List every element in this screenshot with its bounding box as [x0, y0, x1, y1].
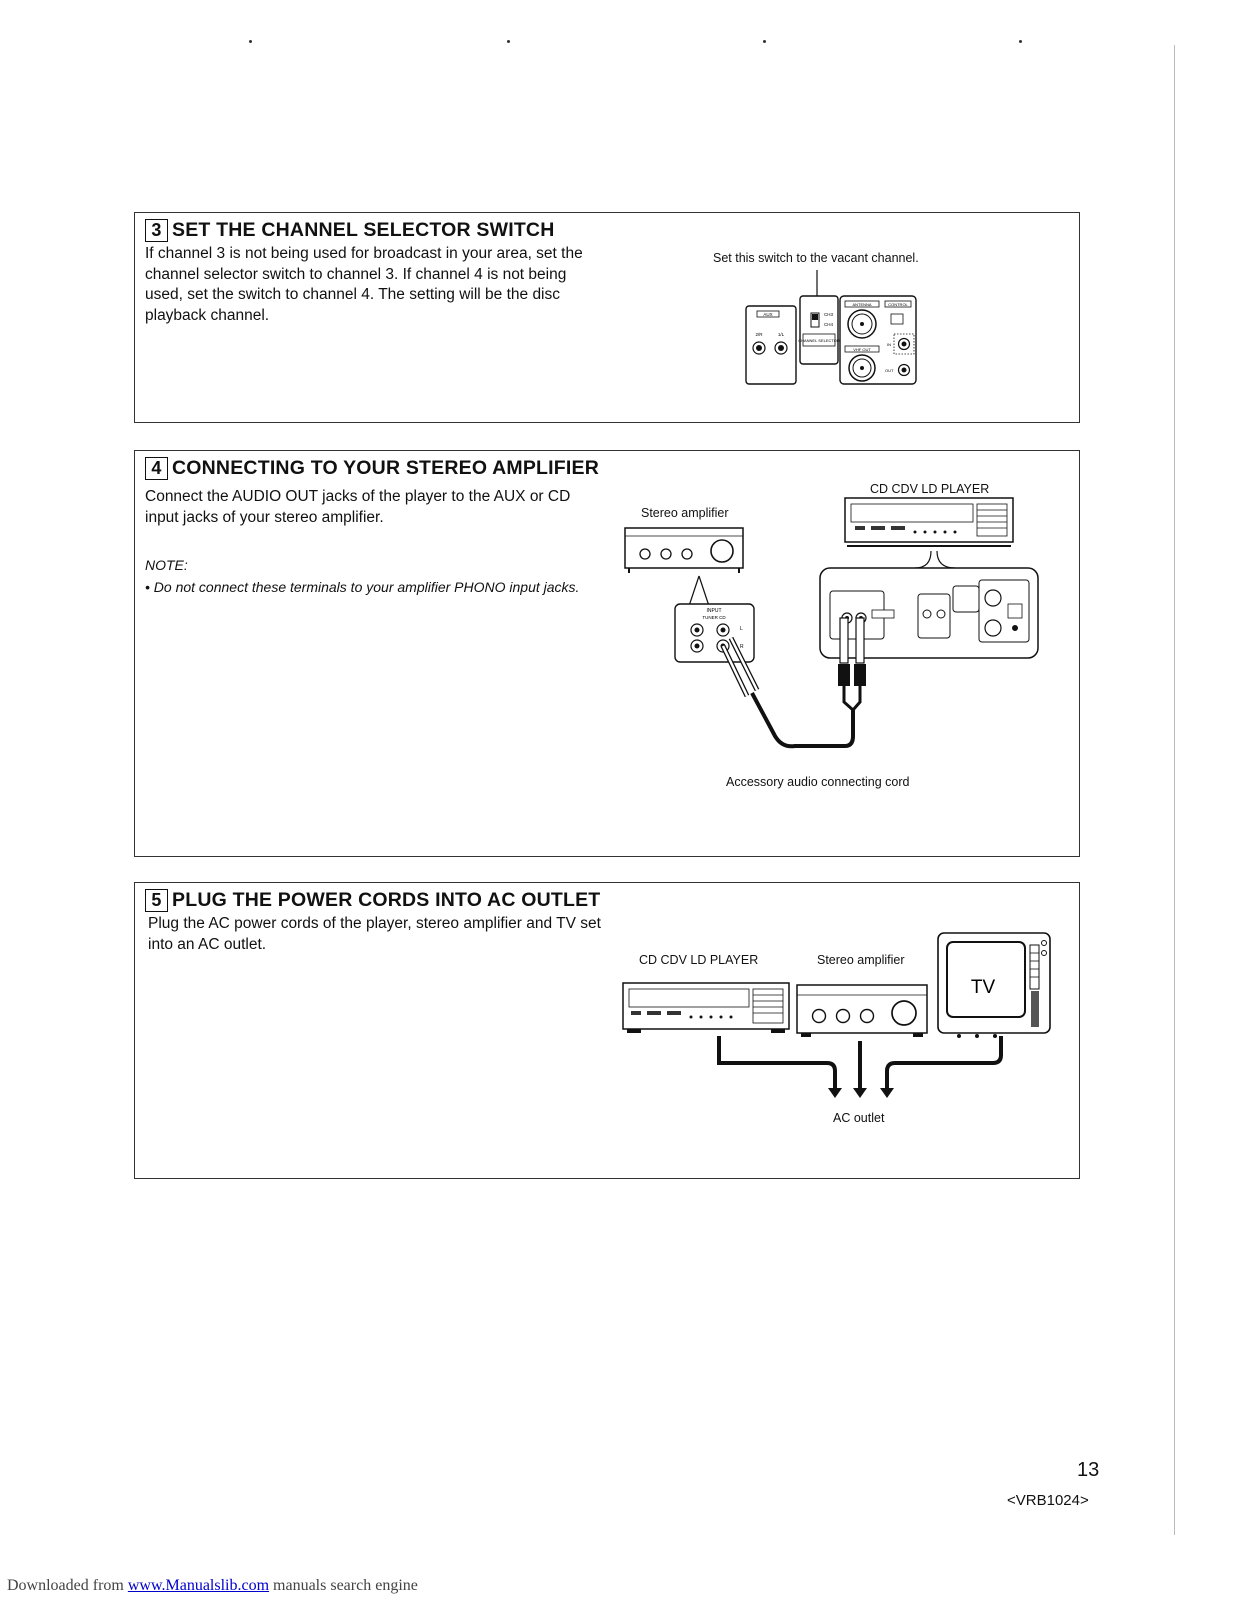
- amplifier-label: Stereo amplifier: [817, 953, 905, 967]
- aux-panel: [745, 305, 797, 385]
- section-title: PLUG THE POWER CORDS INTO AC OUTLET: [172, 889, 601, 911]
- channel-panel: [799, 295, 839, 365]
- scan-speck: [763, 40, 766, 43]
- section-body: Connect the AUDIO OUT jacks of the playe…: [145, 488, 571, 526]
- rear-panel-channel-diagram: AUX 2/R 1/L CH3 CH4 CHANNEL SELECTOR ANT…: [745, 270, 917, 385]
- scan-speck: [1019, 40, 1022, 43]
- antenna-label: ANTENNA: [852, 302, 871, 307]
- manualslib-link[interactable]: www.Manualslib.com: [127, 1577, 270, 1594]
- section-body: Plug the AC power cords of the player, s…: [148, 915, 601, 953]
- power-cords-diagram: TV: [622, 932, 1051, 1098]
- input-tuner-cd-label: TUNER CD: [702, 615, 726, 620]
- switch-caption: Set this switch to the vacant channel.: [713, 251, 919, 265]
- right-margin-rule: [1174, 45, 1175, 1535]
- control-label: CONTROL: [888, 302, 908, 307]
- cord-label: Accessory audio connecting cord: [726, 775, 910, 789]
- vhf-out-label: VHF OUT: [853, 347, 871, 352]
- scan-speck: [507, 40, 510, 43]
- ch3-label: CH3: [824, 312, 833, 317]
- section-heading: 4 CONNECTING TO YOUR STEREO AMPLIFIER: [145, 457, 599, 480]
- section-heading: 5 PLUG THE POWER CORDS INTO AC OUTLET: [145, 889, 600, 912]
- section-body: If channel 3 is not being used for broad…: [145, 245, 583, 324]
- section-stereo-amplifier: 4 CONNECTING TO YOUR STEREO AMPLIFIER Co…: [134, 450, 1080, 857]
- scan-speck: [249, 40, 252, 43]
- section-power-cords: 5 PLUG THE POWER CORDS INTO AC OUTLET Pl…: [134, 882, 1080, 1179]
- section-number: 5: [145, 889, 168, 912]
- note-label: NOTE:: [145, 557, 188, 573]
- amplifier-connection-diagram: INPUT TUNER CD L R: [624, 497, 1039, 749]
- amplifier-label: Stereo amplifier: [641, 506, 729, 520]
- section-heading: 3 SET THE CHANNEL SELECTOR SWITCH: [145, 219, 555, 242]
- document-code: <VRB1024>: [1007, 1492, 1089, 1509]
- page-number: 13: [1077, 1459, 1100, 1481]
- input-label: INPUT: [707, 608, 722, 614]
- section-number: 3: [145, 219, 168, 242]
- player-label: CD CDV LD PLAYER: [870, 482, 990, 496]
- control-in-label: IN: [887, 342, 891, 347]
- note-bullet: •: [145, 579, 150, 595]
- download-footer: Downloaded from www.Manualslib.com manua…: [7, 1577, 418, 1595]
- input-l-label: L: [740, 626, 743, 632]
- r-label: 2/R: [755, 332, 763, 337]
- note-text: Do not connect these terminals to your a…: [153, 579, 580, 595]
- section-title: CONNECTING TO YOUR STEREO AMPLIFIER: [172, 457, 600, 479]
- channel-selector-label: CHANNEL SELECTOR: [798, 338, 840, 343]
- ch4-label: CH4: [824, 322, 833, 327]
- control-out-label: OUT: [885, 368, 894, 373]
- section-channel-selector: 3 SET THE CHANNEL SELECTOR SWITCH If cha…: [134, 212, 1080, 423]
- player-label: CD CDV LD PLAYER: [639, 953, 759, 967]
- aux-label: AUX: [763, 312, 772, 317]
- footer-suffix: manuals search engine: [269, 1577, 418, 1594]
- section-number: 4: [145, 457, 168, 480]
- section-title: SET THE CHANNEL SELECTOR SWITCH: [172, 219, 555, 241]
- footer-prefix: Downloaded from: [7, 1577, 128, 1594]
- tv-label: TV: [971, 977, 996, 998]
- ac-outlet-label: AC outlet: [833, 1111, 885, 1125]
- l-label: 1/L: [778, 332, 785, 337]
- note-item: • Do not connect these terminals to your…: [145, 578, 590, 597]
- input-r-label: R: [740, 644, 744, 650]
